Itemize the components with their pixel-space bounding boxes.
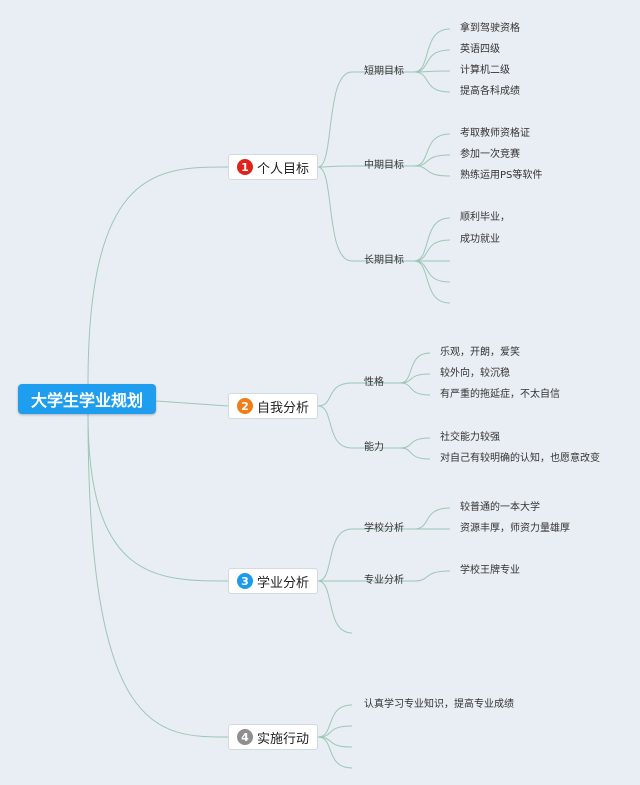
sub-school-analysis[interactable]: 学校分析: [364, 523, 404, 534]
sub-leaf-link: [413, 507, 451, 530]
leaf-item[interactable]: 社交能力较强: [440, 432, 500, 443]
leaf-item[interactable]: 较外向，较沉稳: [440, 368, 510, 379]
branch-label: 个人目标: [256, 161, 309, 177]
sub-leaf-link: [413, 570, 451, 582]
root-branch-link: [87, 413, 229, 738]
leaf-item[interactable]: 参加一次竞赛: [460, 149, 520, 160]
sub-leaf-link: [413, 260, 451, 283]
branch-sub-link: [317, 382, 353, 407]
leaf-item[interactable]: 拿到驾驶资格: [460, 23, 520, 34]
leaf-item[interactable]: 学校王牌专业: [460, 565, 520, 576]
leaf-item[interactable]: 提高各科成绩: [460, 86, 520, 97]
branch-label: 学业分析: [256, 575, 309, 591]
sub-study-action[interactable]: 认真学习专业知识，提高专业成绩: [364, 699, 514, 710]
branch-action[interactable]: 4 实施行动: [228, 724, 318, 750]
sub-short-term[interactable]: 短期目标: [364, 66, 404, 77]
sub-leaf-link: [399, 447, 431, 460]
sub-leaf-link: [413, 49, 451, 73]
sub-mid-term[interactable]: 中期目标: [364, 160, 404, 171]
root-branch-link: [155, 400, 229, 407]
branch-label: 自我分析: [256, 400, 309, 416]
sub-leaf-link: [399, 382, 431, 396]
sub-leaf-link: [413, 217, 451, 262]
sub-leaf-link: [413, 71, 451, 93]
leaf-item[interactable]: 英语四级: [460, 44, 500, 55]
number-badge-1: 1: [236, 159, 253, 175]
root-label: 大学生学业规划: [30, 391, 143, 410]
branch-sub-link: [317, 405, 353, 449]
leaf-item[interactable]: 有严重的拖延症，不太自信: [440, 389, 560, 400]
sub-leaf-link: [413, 260, 451, 304]
sub-leaf-link: [399, 352, 431, 384]
sub-leaf-link: [413, 133, 451, 167]
branch-sub-link: [317, 71, 353, 168]
branch-sub-link: [317, 165, 353, 168]
sub-leaf-link: [413, 165, 451, 177]
leaf-item[interactable]: 资源丰厚，师资力量雄厚: [460, 523, 570, 534]
leaf-item[interactable]: 成功就业: [460, 234, 500, 245]
branch-sub-link: [317, 580, 353, 634]
sub-ability[interactable]: 能力: [364, 442, 384, 453]
root-node[interactable]: 大学生学业规划: [18, 384, 156, 414]
branch-sub-link: [317, 528, 353, 582]
branch-sub-link: [317, 166, 353, 262]
root-branch-link: [87, 413, 229, 582]
number-badge-4: 4: [236, 729, 253, 745]
sub-personality[interactable]: 性格: [364, 377, 384, 388]
leaf-item[interactable]: 较普通的一本大学: [460, 502, 540, 513]
leaf-item[interactable]: 对自己有较明确的认知，也愿意改变: [440, 453, 600, 464]
sub-long-term[interactable]: 长期目标: [364, 255, 404, 266]
number-badge-2: 2: [236, 398, 253, 414]
sub-leaf-link: [399, 437, 431, 449]
branch-sub-link: [317, 704, 353, 738]
branch-personal-goals[interactable]: 1 个人目标: [228, 154, 318, 180]
branch-self-analysis[interactable]: 2 自我分析: [228, 393, 318, 419]
leaf-item[interactable]: 计算机二级: [460, 65, 510, 76]
sub-leaf-link: [413, 239, 451, 262]
branch-sub-link: [317, 736, 353, 769]
branch-label: 实施行动: [256, 731, 309, 747]
leaf-item[interactable]: 顺利毕业，: [460, 212, 510, 223]
root-branch-link: [87, 166, 229, 385]
leaf-item[interactable]: 乐观，开朗，爱笑: [440, 347, 520, 358]
leaf-item[interactable]: 熟练运用PS等软件: [460, 170, 543, 181]
leaf-item[interactable]: 考取教师资格证: [460, 128, 530, 139]
number-badge-3: 3: [236, 573, 253, 589]
sub-leaf-link: [413, 28, 451, 73]
sub-major-analysis[interactable]: 专业分析: [364, 575, 404, 586]
branch-academic-analysis[interactable]: 3 学业分析: [228, 568, 318, 594]
